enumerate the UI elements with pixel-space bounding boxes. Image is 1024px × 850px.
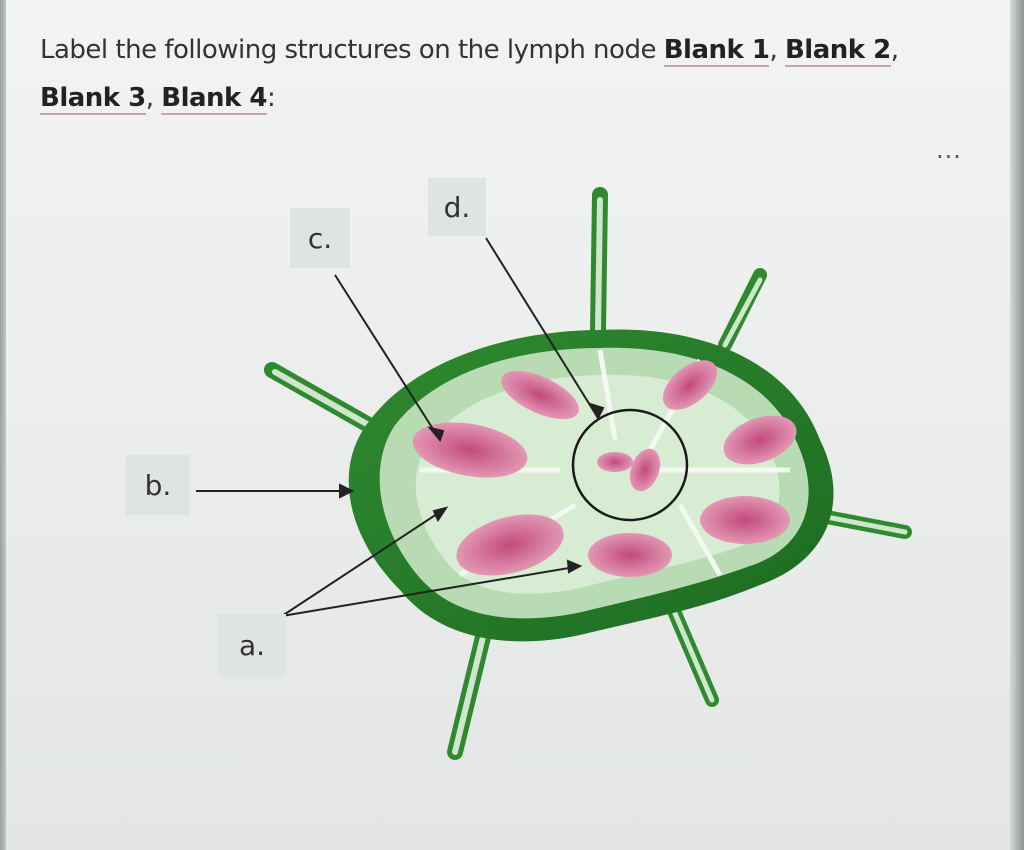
blank-4[interactable]: Blank 4 <box>161 83 267 115</box>
arrowhead <box>566 559 583 574</box>
follicle <box>597 452 633 472</box>
leader-line-d <box>485 237 599 419</box>
follicle <box>629 448 661 492</box>
question-text: Label the following structures on the ly… <box>40 35 664 65</box>
follicle <box>456 514 564 576</box>
follicle <box>723 415 797 465</box>
follicle <box>588 533 672 577</box>
blank-separator: , <box>890 35 899 65</box>
blank-3[interactable]: Blank 3 <box>40 83 146 115</box>
blank-2[interactable]: Blank 2 <box>784 35 891 67</box>
blank-separator: , <box>769 35 785 65</box>
screen-bezel-left <box>0 0 8 850</box>
arrowhead <box>427 426 445 443</box>
question-colon: : <box>266 83 276 113</box>
follicle <box>662 360 718 410</box>
leader-line-a1 <box>281 511 441 617</box>
leader-line-a2 <box>281 566 576 617</box>
blank-separator: , <box>145 83 162 113</box>
screen-bezel-right <box>1010 0 1024 850</box>
arrowhead <box>432 506 449 523</box>
label-d: d. <box>428 178 486 236</box>
leader-lines <box>196 237 605 617</box>
arrowhead <box>339 483 355 499</box>
follicle <box>700 496 790 544</box>
highlight-circle <box>571 408 689 522</box>
blank-1[interactable]: Blank 1 <box>663 35 770 67</box>
label-b: b. <box>126 455 190 515</box>
leader-line-c <box>334 274 441 441</box>
question-prompt: Label the following structures on the ly… <box>40 26 960 122</box>
arrowhead <box>587 402 605 421</box>
more-options-icon[interactable]: ... <box>936 136 962 164</box>
label-a: a. <box>218 614 286 676</box>
follicle <box>501 370 579 420</box>
label-c: c. <box>290 208 350 268</box>
